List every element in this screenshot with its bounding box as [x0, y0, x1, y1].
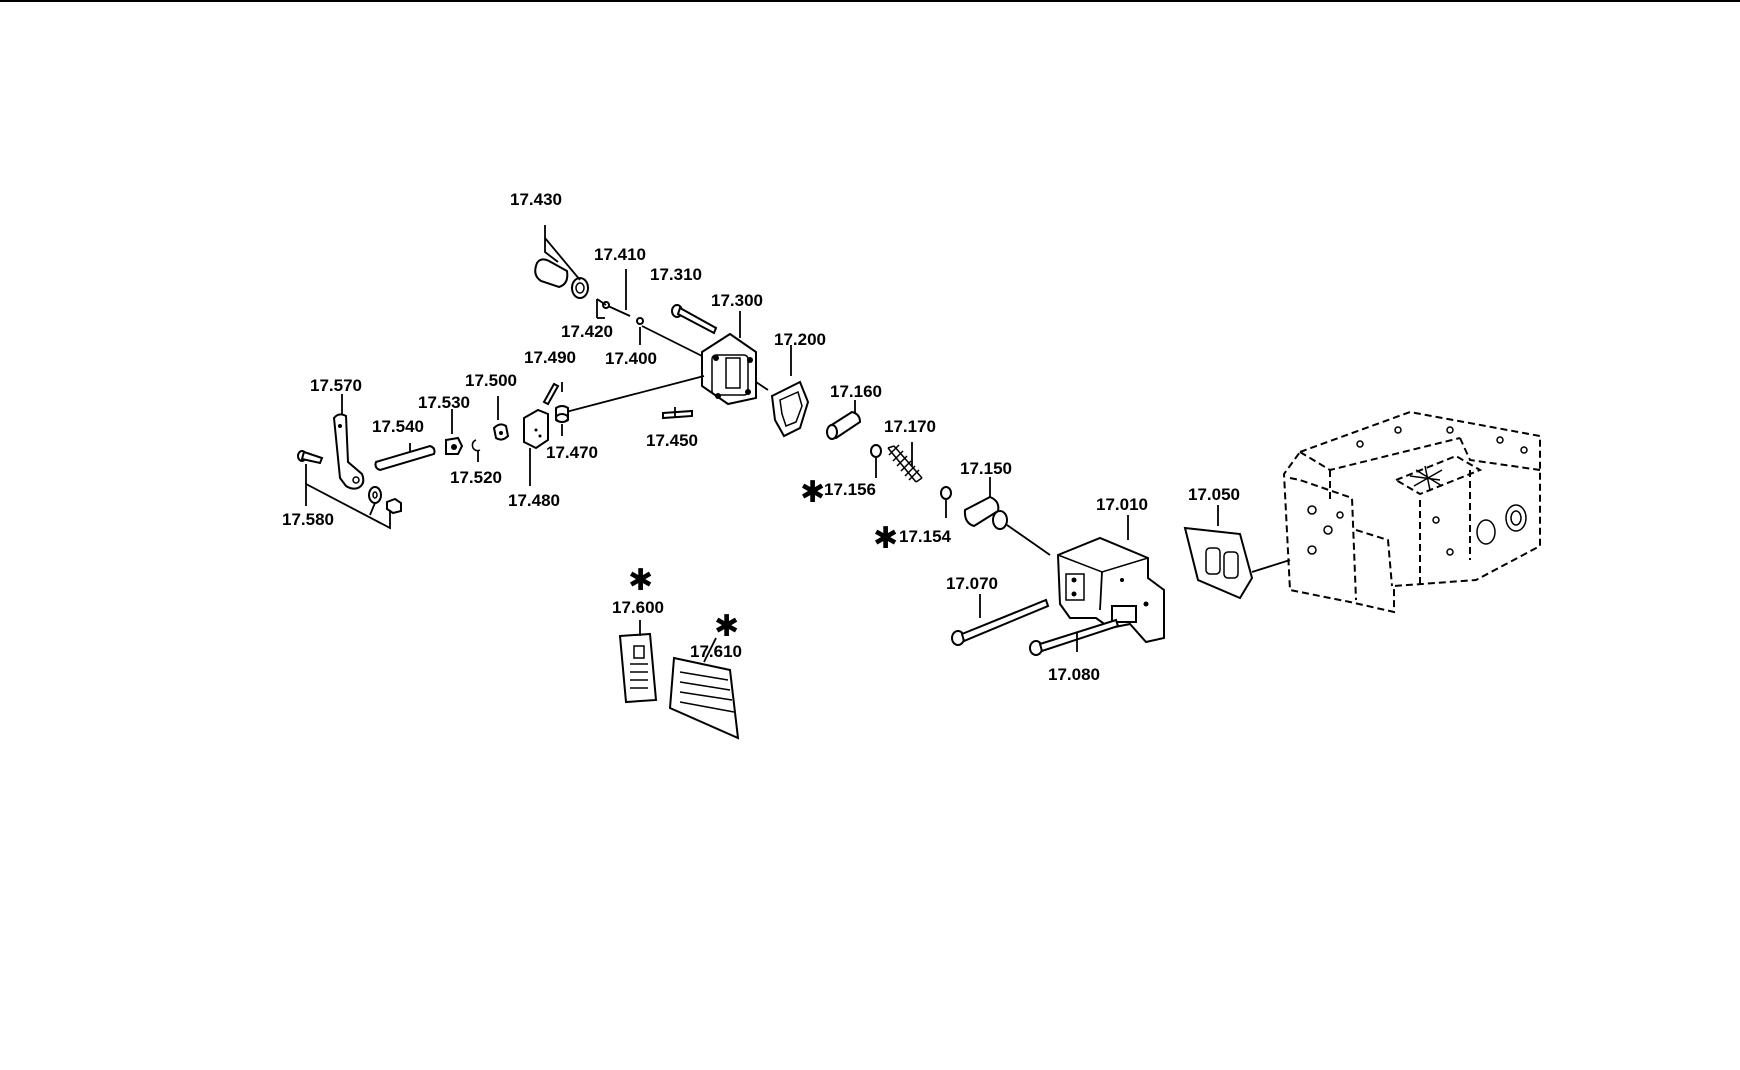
- leader-housing-17470: [565, 375, 705, 413]
- part-17600-plate: [618, 632, 658, 704]
- label-17070: 17.070: [946, 574, 998, 593]
- label-17420: 17.420: [561, 322, 613, 341]
- asterisk-17154: ✱: [873, 521, 898, 556]
- label-17154: 17.154: [899, 527, 952, 546]
- part-17010-valve-body: [1056, 536, 1165, 644]
- label-17156: 17.156: [824, 480, 876, 499]
- part-17450-pin: [662, 409, 693, 420]
- label-17200: 17.200: [774, 330, 826, 349]
- label-17430: 17.430: [510, 190, 562, 209]
- label-17310: 17.310: [650, 265, 702, 284]
- label-17580: 17.580: [282, 510, 334, 529]
- part-17160-piston: [826, 410, 862, 440]
- label-17570: 17.570: [310, 376, 362, 395]
- part-17070-bolt: [951, 598, 1050, 646]
- label-17610: 17.610: [690, 642, 742, 661]
- label-17300: 17.300: [711, 291, 763, 310]
- leader-lines: [305, 225, 1219, 663]
- part-17540-shaft: [374, 444, 436, 472]
- part-17580-bolt: [297, 450, 402, 515]
- part-17200-gasket: [770, 380, 810, 438]
- part-17490-pin: [542, 382, 560, 406]
- label-17160: 17.160: [830, 382, 882, 401]
- label-17540: 17.540: [372, 417, 424, 436]
- part-17050-gasket: [1183, 526, 1291, 600]
- part-17430-cap: [534, 258, 589, 299]
- leader-17420-housing: [641, 325, 703, 357]
- part-17500-nut: [492, 423, 510, 441]
- part-17520-clip: [471, 439, 481, 452]
- asterisk-17156: ✱: [800, 475, 825, 510]
- part-17480-block: [523, 408, 549, 450]
- label-17450: 17.450: [646, 431, 698, 450]
- part-17300-housing: [701, 332, 769, 406]
- part-17080-bolt: [1029, 618, 1120, 656]
- label-17150: 17.150: [960, 459, 1012, 478]
- label-17010: 17.010: [1096, 495, 1148, 514]
- label-17480: 17.480: [508, 491, 560, 510]
- part-17570-lever: [332, 413, 365, 490]
- label-17400: 17.400: [605, 349, 657, 368]
- part-17530-nut: [445, 436, 464, 455]
- part-17170-spring: [887, 444, 923, 483]
- part-17150-piston: [963, 495, 1051, 556]
- part-17156-ring: [870, 444, 882, 458]
- part-17610-plate: [668, 656, 740, 740]
- label-17490: 17.490: [524, 348, 576, 367]
- label-17470: 17.470: [546, 443, 598, 462]
- part-17470-bushing: [555, 405, 569, 423]
- label-17170: 17.170: [884, 417, 936, 436]
- label-17520: 17.520: [450, 468, 502, 487]
- label-17530: 17.530: [418, 393, 470, 412]
- part-17310-bolt: [671, 304, 718, 335]
- asterisk-17600: ✱: [628, 563, 653, 598]
- transmission-housing: [1282, 410, 1541, 614]
- label-17050: 17.050: [1188, 485, 1240, 504]
- label-17080: 17.080: [1048, 665, 1100, 684]
- label-17600: 17.600: [612, 598, 664, 617]
- part-17154-ring: [940, 486, 952, 500]
- part-17410-pin: [596, 299, 644, 325]
- label-17410: 17.410: [594, 245, 646, 264]
- label-17500: 17.500: [465, 371, 517, 390]
- asterisk-17610: ✱: [714, 609, 739, 644]
